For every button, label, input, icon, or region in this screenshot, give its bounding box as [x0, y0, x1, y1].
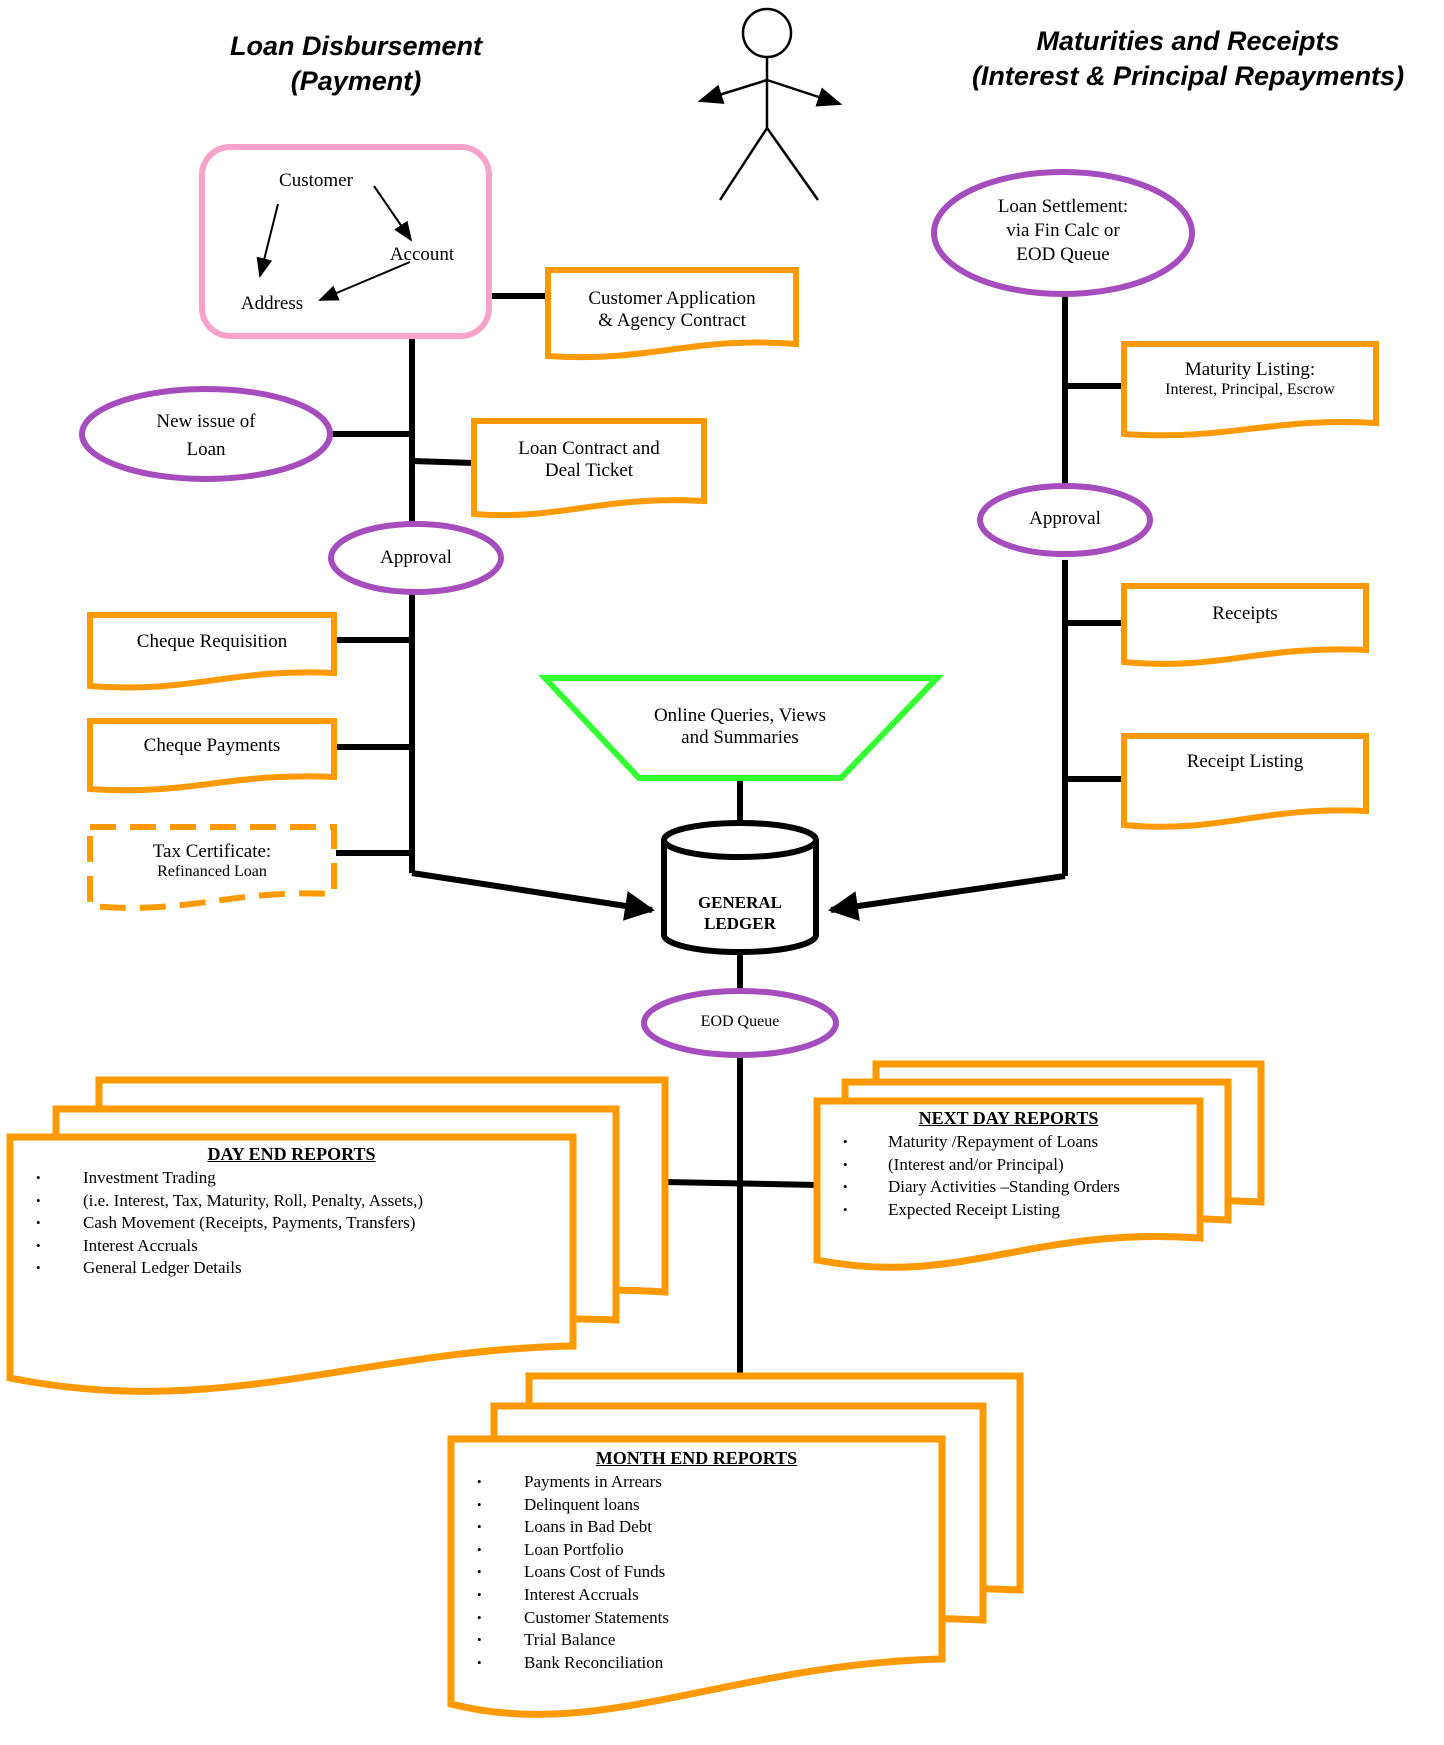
general-ledger-label: GENERAL LEDGER [664, 892, 816, 934]
loan-contract-line1: Loan Contract and [518, 438, 660, 459]
month-end-reports-list: Payments in Arrears Delinquent loans Loa… [451, 1471, 942, 1674]
customer-application-line1: Customer Application [588, 288, 756, 309]
next-day-reports-list: Maturity /Repayment of Loans (Interest a… [817, 1131, 1200, 1221]
cheque-requisition-label: Cheque Requisition [136, 631, 288, 652]
document-shapes [87, 267, 1379, 830]
list-item: Interest Accruals [451, 1584, 942, 1607]
day-end-reports-list: Investment Trading (i.e. Interest, Tax, … [10, 1167, 573, 1280]
list-item: Interest Accruals [10, 1235, 573, 1258]
online-queries-trapezoid [538, 675, 945, 781]
actor-icon [697, 7, 843, 201]
list-item: Investment Trading [10, 1167, 573, 1190]
list-item: Loans in Bad Debt [451, 1516, 942, 1539]
list-item: Loans Cost of Funds [451, 1561, 942, 1584]
receipt-listing-label: Receipt Listing [1186, 751, 1304, 772]
heading-loan-disbursement-line1: Loan Disbursement [229, 31, 483, 61]
online-queries-label: Online Queries, Views and Summaries [600, 705, 880, 749]
doc-cheque-requisition [87, 612, 337, 691]
heading-maturities-line2: (Interest & Principal Repayments) [971, 60, 1405, 91]
ellipse-approval-right [977, 483, 1153, 557]
loan-settlement-line2: via Fin Calc or [1006, 220, 1120, 241]
doc-receipt-listing [1121, 733, 1369, 830]
list-item: Maturity /Repayment of Loans [817, 1131, 1200, 1154]
new-issue-line1: New issue of [156, 411, 256, 432]
process-ellipses [79, 169, 1195, 1058]
list-item: Cash Movement (Receipts, Payments, Trans… [10, 1212, 573, 1235]
day-end-reports-title: DAY END REPORTS [207, 1144, 376, 1164]
ellipse-approval-left [328, 521, 504, 595]
next-day-reports: NEXT DAY REPORTS Maturity /Repayment of … [817, 1108, 1200, 1221]
list-item: Payments in Arrears [451, 1471, 942, 1494]
heading-loan-disbursement-line2: (Payment) [290, 65, 422, 96]
entity-customer-label: Customer [279, 170, 353, 191]
doc-receipts [1121, 583, 1369, 667]
approval-left-label: Approval [380, 547, 452, 568]
loan-settlement-line3: EOD Queue [1016, 244, 1110, 265]
loan-settlement-label: Loan Settlement: via Fin Calc or EOD Que… [963, 195, 1163, 267]
general-ledger-cylinder [661, 820, 819, 955]
general-ledger-line2: LEDGER [704, 914, 776, 933]
list-item: Diary Activities –Standing Orders [817, 1176, 1200, 1199]
new-issue-label: New issue of Loan [126, 408, 286, 464]
loan-settlement-line1: Loan Settlement: [997, 196, 1129, 217]
tax-certificate-line1: Tax Certificate: [152, 841, 272, 862]
online-queries-line2: and Summaries [681, 726, 799, 748]
receipts-label: Receipts [1212, 603, 1278, 624]
general-ledger-line1: GENERAL [697, 893, 783, 912]
list-item: (Interest and/or Principal) [817, 1154, 1200, 1177]
ellipse-eod-queue [641, 988, 839, 1058]
doc-cheque-payments [87, 718, 337, 794]
tax-certificate-line2: Refinanced Loan [157, 862, 267, 880]
doc-maturity-listing [1121, 341, 1379, 439]
customer-relation-arrows [256, 185, 413, 301]
heading-loan-disbursement: Loan Disbursement (Payment) [176, 29, 536, 98]
doc-loan-contract [471, 418, 707, 519]
list-item: Delinquent loans [451, 1494, 942, 1517]
list-item: General Ledger Details [10, 1257, 573, 1280]
heading-maturities-line1: Maturities and Receipts [1036, 26, 1340, 56]
new-issue-line2: Loan [186, 439, 226, 460]
loan-contract-label: Loan Contract and Deal Ticket [474, 438, 704, 482]
ledger-arrows [411, 870, 1066, 921]
tax-certificate-label: Tax Certificate: Refinanced Loan [90, 841, 334, 881]
maturity-listing-line1: Maturity Listing: [1184, 359, 1316, 380]
loan-contract-line2: Deal Ticket [544, 459, 634, 481]
month-end-reports: MONTH END REPORTS Payments in Arrears De… [451, 1448, 942, 1674]
customer-application-label: Customer Application & Agency Contract [548, 288, 796, 332]
entity-address-label: Address [240, 293, 304, 314]
customer-entity-box [199, 144, 492, 339]
list-item: Loan Portfolio [451, 1539, 942, 1562]
customer-application-line2: & Agency Contract [598, 309, 746, 331]
list-item: (i.e. Interest, Tax, Maturity, Roll, Pen… [10, 1190, 573, 1213]
connector-lines [330, 293, 1124, 1378]
maturity-listing-label: Maturity Listing: Interest, Principal, E… [1124, 359, 1376, 399]
next-day-reports-title: NEXT DAY REPORTS [918, 1108, 1099, 1128]
month-end-reports-title: MONTH END REPORTS [595, 1448, 798, 1468]
list-item: Bank Reconciliation [451, 1652, 942, 1675]
cheque-payments-label: Cheque Payments [143, 735, 281, 756]
entity-account-label: Account [389, 244, 455, 265]
doc-customer-application [545, 267, 799, 361]
online-queries-line1: Online Queries, Views [653, 705, 827, 726]
heading-maturities-receipts: Maturities and Receipts (Interest & Prin… [938, 24, 1438, 93]
doc-tax-certificate [87, 824, 337, 911]
maturity-listing-line2: Interest, Principal, Escrow [1165, 380, 1335, 398]
ellipse-new-issue [79, 386, 333, 482]
list-item: Trial Balance [451, 1629, 942, 1652]
eod-queue-label: EOD Queue [700, 1013, 780, 1030]
list-item: Customer Statements [451, 1607, 942, 1630]
approval-right-label: Approval [1029, 508, 1101, 529]
list-item: Expected Receipt Listing [817, 1199, 1200, 1222]
day-end-reports: DAY END REPORTS Investment Trading (i.e.… [10, 1144, 573, 1280]
ellipse-loan-settlement [931, 169, 1195, 297]
